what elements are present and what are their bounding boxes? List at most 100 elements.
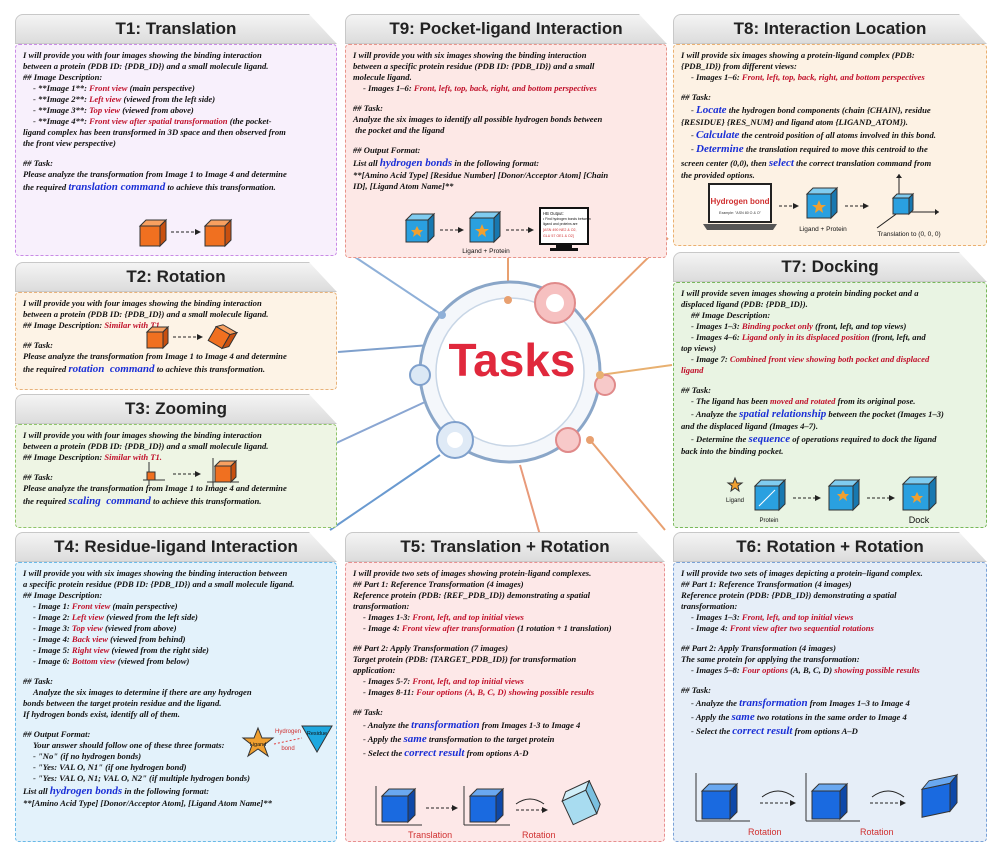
text-segment: I will provide six images showing a prot…: [681, 50, 915, 60]
keyword-highlight: spatial relationship: [739, 408, 827, 420]
text-line: Target protein (PDB: {TARGET_PDB_ID}) fo…: [353, 654, 657, 665]
line-gap: [681, 676, 979, 685]
text-line: - Images 1–3: Front, left, and top initi…: [681, 612, 979, 623]
text-segment: - Analyze the: [691, 409, 740, 419]
text-line: ## Image Description: Similar with T1.: [23, 452, 329, 463]
arrowhead-icon: [793, 203, 799, 209]
keyword-highlight: correct result: [404, 747, 465, 760]
text-line: ## Part 2: Apply Transformation (7 image…: [353, 643, 657, 654]
text-segment: between a protein (PDB ID: {PDB_ID}) and…: [23, 441, 269, 451]
rotation-label-2: Rotation: [860, 827, 894, 837]
text-segment: List all: [23, 786, 50, 796]
text-segment: (front, left, and: [869, 332, 926, 342]
text-segment: between a specific protein residue (PDB …: [353, 61, 595, 71]
card-body: I will provide you with six images showi…: [15, 562, 337, 842]
text-line: ## Task:: [23, 472, 329, 483]
text-segment: from options A-D: [464, 748, 529, 759]
text-line: I will provide seven images showing a pr…: [681, 288, 979, 299]
rotated-cube-icon: [920, 773, 959, 818]
residue-label: Residue: [307, 731, 327, 737]
node-dot: [586, 436, 594, 444]
text-segment: molecule ligand.: [353, 72, 412, 82]
text-line: the front view perspective): [23, 138, 329, 149]
hbond-label-1: Hydrogen: [275, 729, 301, 735]
text-segment: to achieve this transformation.: [165, 182, 276, 192]
text-line: I will provide you with six images showi…: [23, 568, 329, 579]
text-segment: {RESIDUE} {RES_NUM} and ligand atom {LIG…: [681, 117, 908, 128]
text-segment: the provided options.: [681, 170, 755, 181]
text-segment: two rotations in the same order to Image…: [754, 712, 907, 723]
card-header: T9: Pocket-ligand Interaction: [345, 14, 667, 44]
text-line: the pocket and the ligand: [353, 125, 659, 136]
complex-cube-icon: [805, 186, 839, 220]
text-segment: - The ligand has been: [691, 396, 771, 406]
card-body: I will provide you with four images show…: [15, 44, 337, 256]
text-segment: - Image 2:: [33, 612, 72, 622]
text-line: **[Amino Acid Type] [Donor/Acceptor Atom…: [23, 798, 329, 809]
text-line: List all hydrogen bonds in the following…: [23, 784, 329, 798]
text-line: ## Task:: [681, 92, 979, 103]
text-line: - **Image 2**: Left view (viewed from th…: [23, 94, 329, 105]
output-line: GLU 57 OE1 & O2]: [543, 234, 574, 238]
text-segment: between a protein (PDB ID: {PDB_ID}) and…: [23, 309, 269, 319]
text-line: the required scaling command to achieve …: [23, 494, 329, 508]
text-segment: I will provide you with six images showi…: [23, 568, 288, 578]
text-line: - Images 1–3: Binding pocket only (front…: [681, 321, 979, 332]
text-line: - Image 7: Combined front view showing b…: [681, 354, 979, 365]
text-segment: transformation:: [681, 601, 738, 611]
text-segment: - Images 5–8:: [691, 665, 742, 675]
text-segment: - Images 1-3:: [363, 612, 413, 622]
text-segment: to achieve this transformation.: [150, 496, 262, 506]
text-line: - Analyze the transformation from Images…: [681, 696, 979, 710]
keyword-highlight: same: [403, 733, 427, 746]
text-segment: from options A–D: [792, 726, 858, 737]
card-body: I will provide you with four images show…: [15, 424, 337, 528]
text-line: - The ligand has been moved and rotated …: [681, 396, 979, 407]
task-card-t7: T7: Docking I will provide seven images …: [673, 252, 987, 528]
text-line: ## Task:: [681, 685, 979, 696]
card-header: T7: Docking: [673, 252, 987, 282]
text-segment: I will provide two sets of images depict…: [681, 568, 923, 578]
text-segment: ## Part 1: Reference Transformation (4 i…: [681, 579, 852, 589]
text-segment: between the pocket (Images 1–3): [826, 409, 944, 419]
text-segment: (viewed from the right side): [109, 645, 209, 655]
text-segment: {PDB_ID}) from different views:: [681, 61, 797, 71]
cube-icon: [891, 192, 915, 216]
text-segment: Analyze the six images to determine if t…: [33, 687, 252, 697]
node-dot: [596, 371, 604, 379]
connector-t5: [519, 464, 541, 536]
text-line: Please analyze the transformation from I…: [23, 169, 329, 180]
output-line: • Find hydrogen bonds between: [543, 217, 591, 221]
card-body: I will provide you with six images showi…: [345, 44, 667, 258]
task-card-t5: T5: Translation + Rotation I will provid…: [345, 532, 665, 842]
text-segment: the front view perspective): [23, 138, 116, 148]
text-segment: - Images 5-7:: [363, 676, 413, 686]
text-segment: the required: [23, 364, 69, 374]
text-line: between a protein (PDB ID: {PDB_ID}) and…: [23, 441, 329, 452]
text-segment: - "Yes: VAL O, N1" (if one hydrogen bond…: [33, 762, 187, 772]
text-segment: (main perspective): [110, 601, 178, 611]
text-segment: Your answer should follow one of these t…: [33, 740, 225, 750]
text-segment: Reference protein (PDB: {PDB_ID}) demons…: [681, 590, 897, 600]
text-line: transformation:: [353, 601, 657, 612]
rotate-arrow-icon: [761, 790, 795, 798]
text-segment: The same protein for applying the transf…: [681, 654, 860, 664]
text-segment: -: [691, 105, 697, 115]
text-segment: the translation required to move this ce…: [743, 144, 928, 155]
text-line: top views): [681, 343, 979, 354]
bubble-pink-mid: [555, 427, 581, 453]
text-line: - Apply the same transformation to the t…: [353, 732, 657, 746]
emphasis-text: Similar with T1.: [104, 320, 162, 330]
text-segment: the pocket and the ligand: [353, 125, 445, 135]
output-line: [ASN 490 NE2 & O2,: [543, 228, 577, 232]
text-segment: - Select the: [363, 748, 405, 759]
text-line: - Analyze the transformation from Images…: [353, 718, 657, 732]
text-line: - Images 1–6: Front, left, top, back, ri…: [681, 72, 979, 83]
cube-icon: [468, 787, 505, 824]
card-header: T8: Interaction Location: [673, 14, 987, 44]
text-segment: ## Image Description:: [691, 310, 771, 320]
line-gap: [681, 376, 979, 385]
text-line: ID], [Ligand Atom Name]**: [353, 181, 659, 192]
text-segment: (viewed from the left side): [104, 612, 198, 622]
emphasis-text: Back view: [71, 634, 108, 644]
